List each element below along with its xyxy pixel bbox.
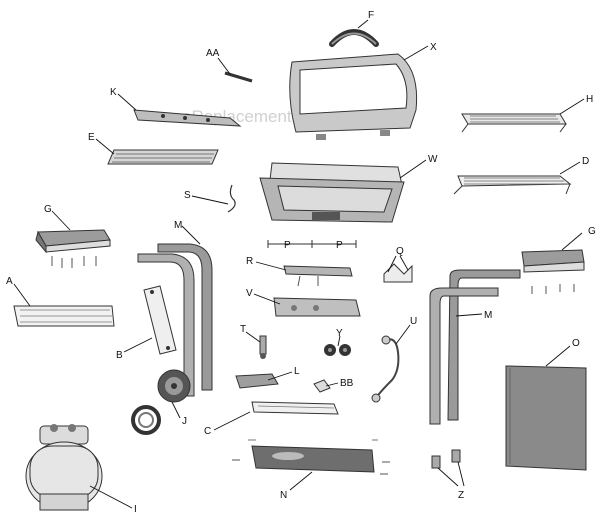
label-y: Y — [336, 328, 343, 339]
part-v-control-panel — [273, 297, 361, 317]
part-q-bracket — [383, 263, 413, 283]
part-l-heat-plate — [235, 373, 279, 389]
label-bb: BB — [340, 378, 354, 389]
label-j: J — [182, 416, 187, 427]
label-o: O — [572, 338, 580, 349]
part-w-firebox — [259, 162, 405, 223]
part-x-lid — [289, 53, 418, 140]
part-f-lid-handle — [329, 29, 379, 47]
label-a: A — [6, 276, 13, 287]
part-a-basket — [13, 305, 115, 327]
label-n: N — [280, 490, 287, 501]
label-p-right: P — [336, 240, 343, 251]
part-z-casters — [431, 449, 461, 469]
label-v: V — [246, 288, 253, 299]
part-t-igniter — [259, 335, 267, 359]
label-l: L — [294, 366, 300, 377]
label-u: U — [410, 316, 417, 327]
part-n-bottom-shelf — [232, 439, 390, 475]
label-g-left: G — [44, 204, 52, 215]
label-m-left: M — [174, 220, 182, 231]
label-r: R — [246, 256, 253, 267]
part-o-door-panel — [505, 365, 587, 471]
part-d-warming-rack — [453, 175, 572, 195]
label-k: K — [110, 87, 117, 98]
label-w: W — [428, 154, 438, 165]
label-c: C — [204, 426, 211, 437]
leader-lines — [13, 19, 585, 509]
label-h: H — [586, 94, 593, 105]
part-m-right-leg-frame — [429, 269, 521, 425]
label-m-right: M — [484, 310, 492, 321]
part-h-warming-rack — [461, 113, 567, 133]
part-s-wire — [227, 184, 236, 213]
label-b: B — [116, 350, 123, 361]
label-t: T — [240, 324, 246, 335]
part-g-right-side-shelf — [521, 249, 585, 294]
part-i-propane-tank — [25, 424, 103, 511]
part-g-left-side-shelf — [35, 229, 111, 268]
part-k-bar — [133, 109, 242, 127]
label-e: E — [88, 132, 95, 143]
label-p-left: P — [284, 240, 291, 251]
label-f: F — [368, 10, 374, 21]
part-e-cooking-grate — [107, 149, 219, 165]
part-r-burner-tube — [283, 265, 353, 287]
label-s: S — [184, 190, 191, 201]
label-i: I — [134, 504, 137, 515]
part-y-control-knobs — [324, 344, 351, 356]
label-z: Z — [458, 490, 464, 501]
label-x: X — [430, 42, 437, 53]
part-p-burners-indicator — [267, 240, 357, 248]
part-aa-rod — [224, 71, 253, 83]
label-d: D — [582, 156, 589, 167]
part-labels: F X AA K H E W D S G M P P Q G R A V U M… — [6, 10, 596, 515]
part-bb-clip — [313, 379, 331, 393]
label-g-right: G — [588, 226, 596, 237]
part-u-regulator-hose — [371, 335, 400, 403]
part-j-regulator — [131, 369, 191, 435]
part-b-leg-brace — [143, 285, 177, 355]
part-c-grease-tray — [251, 401, 339, 415]
label-q: Q — [396, 246, 404, 257]
label-aa: AA — [206, 48, 220, 59]
